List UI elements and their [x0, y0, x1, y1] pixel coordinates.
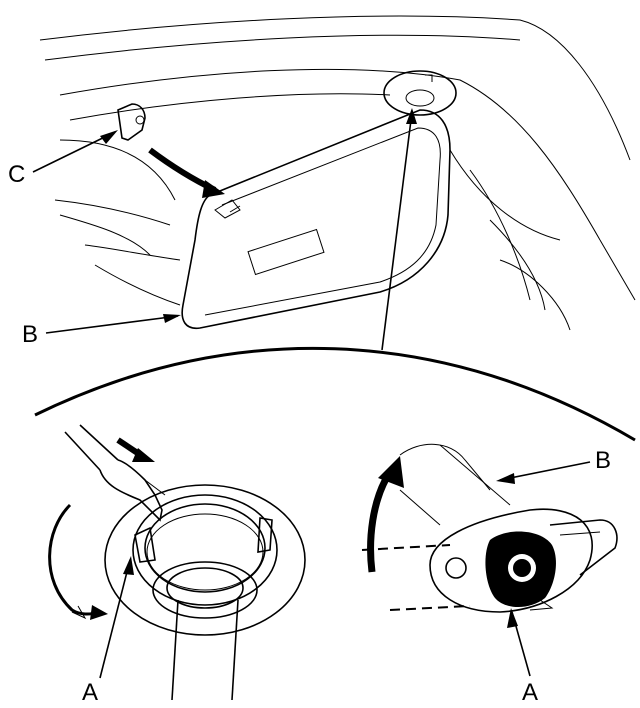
callout-a-left-label: A — [82, 679, 98, 706]
rotation-arrow-right — [367, 456, 404, 573]
vehicle-roof-lines — [39, 15, 636, 331]
detail-separator-arc — [34, 346, 636, 442]
visor-clip — [117, 103, 146, 141]
callout-c-leader — [32, 131, 116, 173]
callout-a-left-leader — [99, 559, 131, 679]
visor-pivot-mount — [383, 70, 457, 116]
callout-b-top-leader — [45, 315, 179, 334]
callout-b-top-label: B — [22, 321, 38, 348]
callout-b-right-label: B — [595, 447, 611, 474]
visor-rod — [171, 599, 239, 701]
detail-leader-line — [381, 111, 413, 351]
callout-c-label: C — [8, 161, 25, 188]
callout-a-right-label: A — [522, 679, 538, 706]
callout-b-right-leader — [499, 461, 591, 481]
push-arrow — [116, 437, 155, 462]
pivot-mount-detail-right — [361, 443, 618, 613]
clip-direction-arrow — [148, 147, 225, 198]
screwdriver — [64, 424, 166, 522]
pivot-mount-detail-left — [104, 484, 306, 636]
rotation-arrow-left — [48, 503, 108, 620]
sun-visor — [181, 109, 451, 330]
vanity-mirror-cover — [247, 228, 325, 276]
